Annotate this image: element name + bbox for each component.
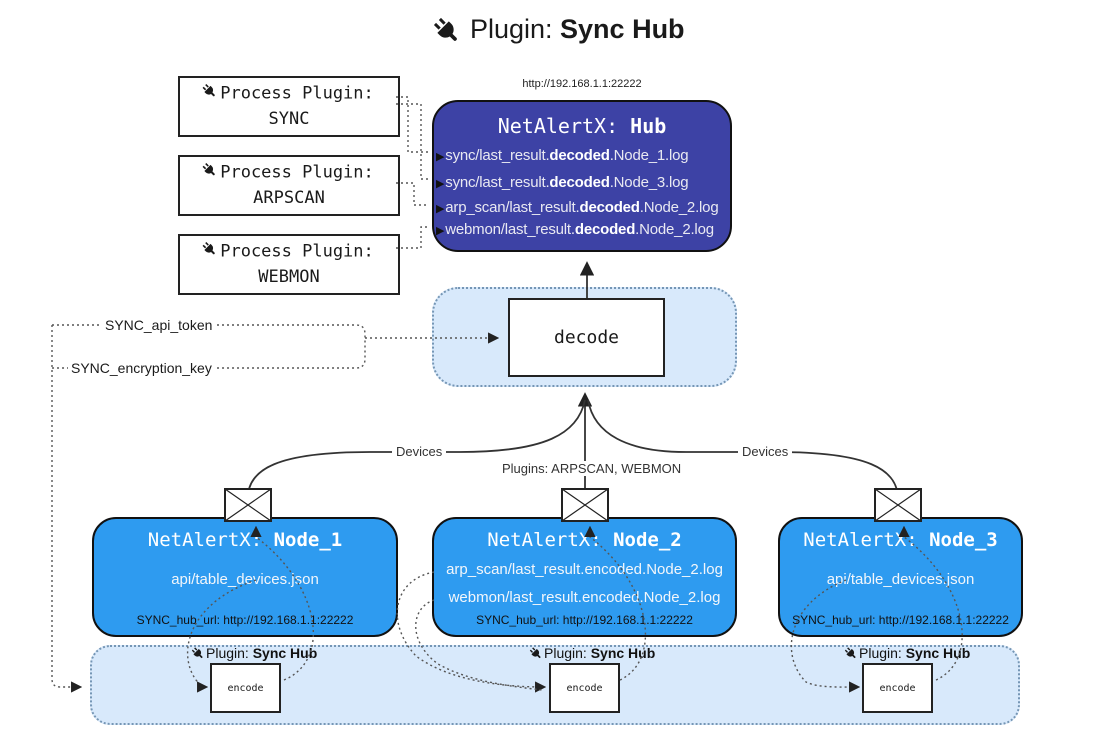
row-arrow-icon: ▶ — [436, 225, 445, 237]
node-title: NetAlertX: Node_1 — [147, 529, 343, 551]
title-name: Sync Hub — [560, 14, 685, 44]
row-arrow-icon: ▶ — [436, 203, 445, 215]
node-3-box: NetAlertX: Node_3 api/table_devices.json… — [778, 517, 1023, 637]
node-title: NetAlertX: Node_2 — [487, 529, 682, 551]
process-plugin-sync: Process Plugin: SYNC — [178, 76, 400, 137]
hub-box: NetAlertX: Hub ▶sync/last_result.decoded… — [432, 100, 732, 252]
encode-plugin-label: Plugin: Sync Hub — [529, 645, 655, 662]
plug-icon — [198, 158, 227, 187]
node-file-line: api/table_devices.json — [171, 571, 319, 588]
hub-log-row: ▶sync/last_result.decoded.Node_3.log — [436, 174, 689, 191]
node-file-line: api/table_devices.json — [826, 571, 975, 588]
node-hub-url: SYNC_hub_url: http://192.168.1.1:22222 — [476, 613, 693, 627]
process-plugin-name: ARPSCAN — [253, 187, 325, 208]
hub-log-row: ▶arp_scan/last_result.decoded.Node_2.log — [436, 199, 719, 216]
node-file-line: webmon/last_result.encoded.Node_2.log — [448, 589, 721, 606]
devices-right-label: Devices — [738, 444, 793, 459]
hub-title: NetAlertX: Hub — [497, 114, 667, 138]
encode-box-2: encode — [549, 663, 620, 713]
decode-box: decode — [508, 298, 665, 377]
sync-encryption-key-label: SYNC_encryption_key — [68, 360, 215, 376]
encode-plugin-label: Plugin: Sync Hub — [191, 645, 317, 662]
node-hub-url: SYNC_hub_url: http://192.168.1.1:22222 — [136, 613, 354, 627]
process-plugin-arpscan: Process Plugin: ARPSCAN — [178, 155, 400, 216]
node-title: NetAlertX: Node_3 — [803, 529, 998, 551]
devices-left-label: Devices — [392, 444, 447, 459]
plug-icon — [426, 10, 468, 52]
plugins-edge-label: Plugins: ARPSCAN, WEBMON — [498, 461, 686, 476]
row-arrow-icon: ▶ — [436, 151, 445, 163]
hub-log-row: ▶sync/last_result.decoded.Node_1.log — [436, 147, 689, 164]
encode-plugin-label: Plugin: Sync Hub — [844, 645, 970, 662]
encode-box-3: encode — [862, 663, 933, 713]
process-plugin-label: Process Plugin: — [220, 162, 374, 183]
page-title: Plugin: Sync Hub — [0, 14, 1117, 46]
node-file-line: arp_scan/last_result.encoded.Node_2.log — [446, 561, 723, 578]
plug-icon — [198, 237, 227, 266]
sync-api-token-label: SYNC_api_token — [102, 317, 216, 333]
process-plugin-webmon: Process Plugin: WEBMON — [178, 234, 400, 295]
node-hub-url: SYNC_hub_url: http://192.168.1.1:22222 — [792, 613, 1009, 627]
row-arrow-icon: ▶ — [436, 178, 445, 190]
title-prefix: Plugin: — [469, 14, 553, 44]
process-plugin-name: WEBMON — [258, 266, 320, 287]
process-plugin-label: Process Plugin: — [220, 83, 374, 104]
hub-url-label: http://192.168.1.1:22222 — [522, 78, 642, 90]
hub-log-row: ▶webmon/last_result.decoded.Node_2.log — [436, 221, 714, 238]
node-1-box: NetAlertX: Node_1 api/table_devices.json… — [92, 517, 398, 637]
encode-box-1: encode — [210, 663, 281, 713]
node-2-box: NetAlertX: Node_2 arp_scan/last_result.e… — [432, 517, 737, 637]
process-plugin-name: SYNC — [268, 108, 310, 129]
process-plugin-label: Process Plugin: — [220, 241, 374, 262]
plug-icon — [198, 79, 227, 108]
